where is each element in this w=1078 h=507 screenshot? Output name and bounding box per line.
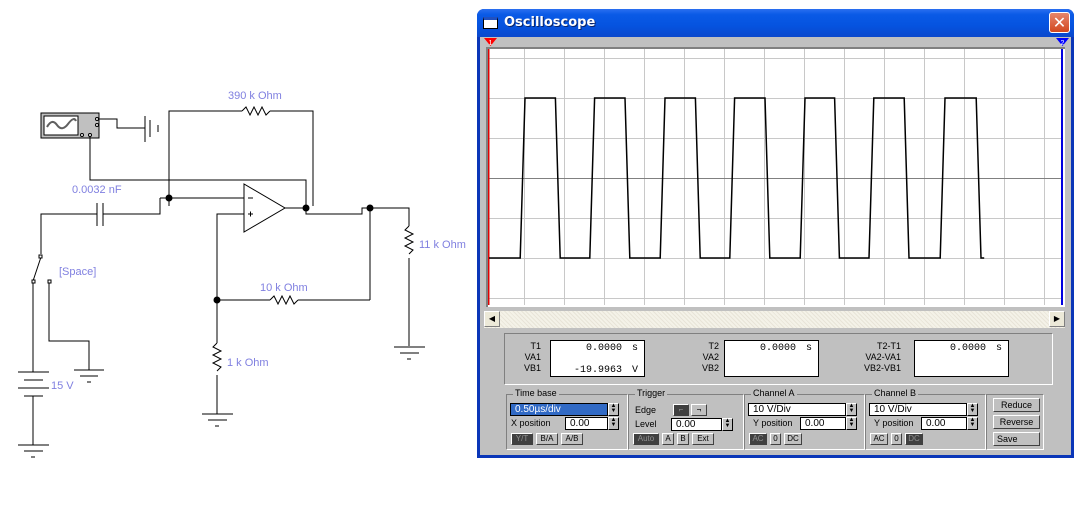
scope-screen — [486, 47, 1065, 307]
label-battery: 15 V — [51, 380, 74, 392]
actions-group: Reduce Reverse Save — [986, 394, 1044, 450]
junction-dot — [302, 204, 310, 212]
trace-channel-b — [489, 97, 985, 259]
save-button[interactable]: Save — [993, 432, 1040, 446]
channel-a-group: Channel A 10 V/Div ▲▼ Y position 0.00 ▲▼… — [744, 388, 865, 450]
trigger-b-button[interactable]: B — [677, 433, 689, 445]
channel-b-scale-field[interactable]: 10 V/Div — [869, 403, 967, 416]
timebase-scale-spinner[interactable]: ▲▼ — [608, 403, 619, 416]
channel-a-ypos-spinner[interactable]: ▲▼ — [846, 417, 857, 430]
channel-b-ac-button[interactable]: AC — [870, 433, 888, 445]
trigger-level-field[interactable]: 0.00 — [671, 418, 722, 431]
timebase-group: Time base 0.50µs/div ▲▼ X position 0.00 … — [506, 388, 628, 450]
label-390k: 390 k Ohm — [228, 90, 282, 102]
t2-time: 0.0000 — [759, 343, 796, 354]
window-icon — [483, 17, 498, 29]
channel-a-zero-button[interactable]: 0 — [770, 433, 781, 445]
window-title: Oscilloscope — [504, 15, 596, 30]
diff-time: 0.0000 — [949, 343, 986, 354]
channel-a-ypos-field[interactable]: 0.00 — [800, 417, 846, 430]
trigger-ext-button[interactable]: Ext — [692, 433, 714, 445]
op-amp-symbol — [243, 183, 286, 233]
title-bar[interactable]: Oscilloscope ✕ — [477, 9, 1074, 37]
mode-ab-button[interactable]: A/B — [561, 433, 583, 445]
svg-text:1: 1 — [489, 40, 493, 47]
mode-yt-button[interactable]: Y/T — [511, 433, 533, 445]
scope-plot — [488, 49, 1063, 305]
junction-dot — [213, 296, 221, 304]
edge-falling-button[interactable]: ¬ — [691, 404, 707, 416]
cursor-1-handle[interactable]: 1 — [484, 38, 498, 47]
trigger-group: Trigger Edge ⌐ ¬ Level 0.00 ▲▼ Auto A B … — [628, 388, 744, 450]
trigger-auto-button[interactable]: Auto — [633, 433, 659, 445]
channel-b-dc-button[interactable]: DC — [905, 433, 923, 445]
channel-b-ypos-spinner[interactable]: ▲▼ — [967, 417, 978, 430]
channel-a-scale-spinner[interactable]: ▲▼ — [846, 403, 857, 416]
label-switch-key: [Space] — [59, 266, 96, 278]
junction-dot — [165, 194, 173, 202]
x-position-spinner[interactable]: ▲▼ — [608, 417, 619, 430]
t1-time: 0.0000 — [585, 343, 622, 354]
mode-ba-button[interactable]: B/A — [536, 433, 558, 445]
close-button[interactable]: ✕ — [1049, 12, 1070, 33]
circuit-schematic: 390 k Ohm 0.0032 nF [Space] 15 V 10 k Oh… — [18, 90, 466, 458]
x-position-field[interactable]: 0.00 — [565, 417, 608, 430]
oscilloscope-instrument-icon[interactable] — [40, 112, 100, 139]
label-1k: 1 k Ohm — [227, 357, 269, 369]
scroll-right-button[interactable]: ▶ — [1049, 311, 1065, 327]
horizontal-scrollbar[interactable]: ◀ ▶ — [484, 311, 1065, 328]
scroll-left-button[interactable]: ◀ — [484, 311, 500, 327]
trigger-level-spinner[interactable]: ▲▼ — [722, 418, 733, 431]
channel-b-ypos-field[interactable]: 0.00 — [921, 417, 967, 430]
edge-rising-button[interactable]: ⌐ — [673, 404, 689, 416]
channel-b-group: Channel B 10 V/Div ▲▼ Y position 0.00 ▲▼… — [865, 388, 986, 450]
timebase-scale-field[interactable]: 0.50µs/div — [510, 403, 608, 416]
trigger-a-button[interactable]: A — [662, 433, 674, 445]
reduce-button[interactable]: Reduce — [993, 398, 1040, 412]
channel-b-zero-button[interactable]: 0 — [891, 433, 902, 445]
channel-a-ac-button[interactable]: AC — [749, 433, 767, 445]
grid — [488, 49, 1063, 305]
cursor-2-handle[interactable]: 2 — [1056, 38, 1070, 47]
t1-vb: -19.9963 — [573, 365, 622, 376]
channel-b-scale-spinner[interactable]: ▲▼ — [967, 403, 978, 416]
svg-text:2: 2 — [1061, 40, 1065, 47]
junction-dot — [366, 204, 374, 212]
channel-a-scale-field[interactable]: 10 V/Div — [748, 403, 846, 416]
label-10k: 10 k Ohm — [260, 282, 308, 294]
channel-a-dc-button[interactable]: DC — [784, 433, 802, 445]
label-capacitor: 0.0032 nF — [72, 184, 122, 196]
label-11k: 11 k Ohm — [419, 239, 466, 251]
reverse-button[interactable]: Reverse — [993, 415, 1040, 429]
